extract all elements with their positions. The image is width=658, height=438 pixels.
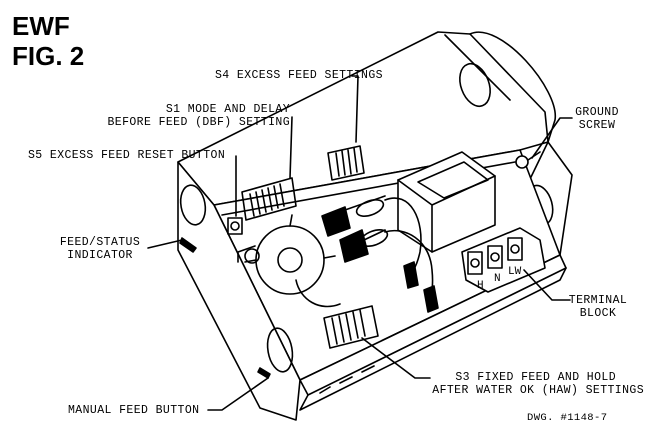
s3-label-line2: AFTER WATER OK (HAW) SETTINGS — [432, 384, 644, 397]
terminal-h: H — [477, 280, 484, 292]
terminal-block-label-line2: BLOCK — [579, 307, 617, 320]
s1-label-line2: BEFORE FEED (DBF) SETTING — [107, 116, 290, 129]
ground-screw-label-line1: GROUND — [575, 106, 619, 119]
feed-status-label-line1: FEED/STATUS — [59, 236, 141, 249]
drawing-number: DWG. #1148-7 — [527, 412, 608, 424]
terminal-lw: LW — [508, 266, 522, 278]
title-fig: FIG. 2 — [12, 41, 85, 71]
ground-screw-label-line2: SCREW — [578, 119, 616, 132]
s4-label: S4 EXCESS FEED SETTINGS — [215, 69, 383, 82]
terminal-block-label-line1: TERMINAL — [568, 294, 628, 307]
s1-label-line1: S1 MODE AND DELAY — [165, 103, 290, 116]
s3-label-line1: S3 FIXED FEED AND HOLD — [455, 371, 616, 384]
s5-label: S5 EXCESS FEED RESET BUTTON — [28, 149, 226, 162]
terminal-n: N — [494, 273, 501, 285]
title-ewf: EWF — [12, 11, 70, 41]
manual-feed-label: MANUAL FEED BUTTON — [68, 404, 200, 417]
feed-status-label-line2: INDICATOR — [67, 249, 133, 262]
